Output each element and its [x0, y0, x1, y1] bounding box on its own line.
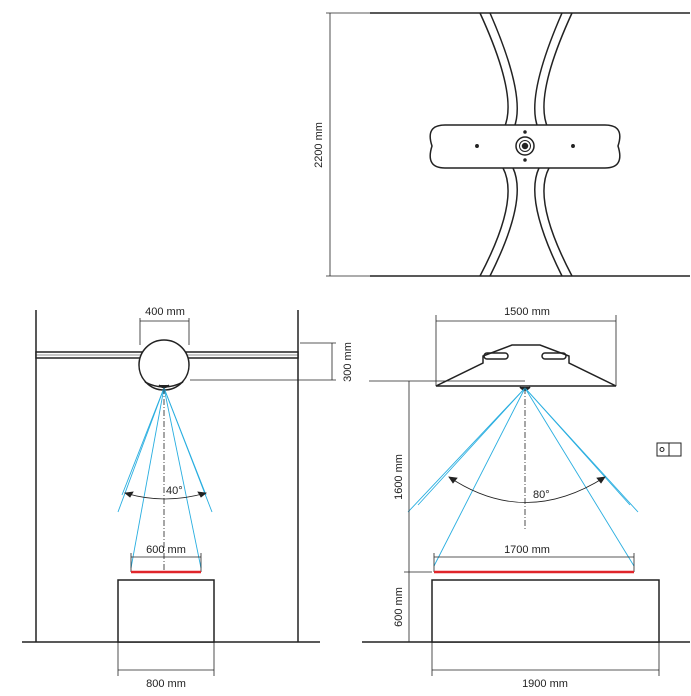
side-table-height-label: 600 mm [393, 587, 405, 627]
front-table-label: 800 mm [146, 678, 186, 690]
beam-line [407, 387, 526, 513]
beam-line [130, 387, 165, 569]
front-depth-label: 300 mm [342, 342, 354, 382]
camera-lens-front [158, 384, 170, 389]
camera-lens [515, 136, 535, 156]
top-view [326, 12, 690, 277]
device-icon [656, 442, 682, 457]
side-table-label: 1900 mm [522, 678, 568, 690]
camera-lens-ring [519, 140, 531, 152]
beam-line [163, 387, 202, 569]
beam-line [163, 387, 213, 513]
arrow-head [197, 491, 207, 498]
ceiling-leg [543, 167, 573, 277]
mount-point [523, 158, 527, 162]
ceiling-leg [479, 12, 509, 131]
device-icon-lens [659, 447, 665, 452]
side-angle-label: 80° [533, 489, 550, 501]
mount-point [523, 130, 527, 134]
side-coverage-label: 1700 mm [504, 544, 550, 556]
front-coverage-label: 600 mm [146, 544, 186, 556]
mount-point [571, 144, 575, 148]
mount-point [475, 144, 479, 148]
top-height-label: 2200 mm [313, 122, 325, 168]
ceiling-leg [489, 12, 518, 131]
beam-line [524, 387, 635, 567]
ceiling-leg [543, 12, 573, 131]
side-width-label: 1500 mm [504, 306, 550, 318]
front-dimensions [117, 318, 336, 676]
ceiling-leg [489, 167, 518, 277]
camera-lens-center [521, 142, 529, 150]
arrow-head [124, 491, 134, 498]
side-camera-beams [407, 387, 639, 567]
angle-arc [124, 492, 207, 500]
beam-line [433, 387, 526, 567]
angle-arc [448, 476, 606, 503]
arrow-head [596, 476, 606, 484]
ceiling-leg [534, 12, 563, 131]
table-side [431, 579, 660, 643]
front-width-label: 400 mm [145, 306, 185, 318]
device-body-side [435, 344, 617, 387]
table-front [117, 579, 215, 643]
side-height-label: 1600 mm [393, 454, 405, 500]
front-angle-label: 40° [166, 485, 183, 497]
arrow-head [448, 476, 458, 484]
front-camera-beams [117, 387, 213, 569]
beam-line [524, 387, 639, 513]
ceiling-leg [479, 167, 509, 277]
front-view [22, 310, 320, 643]
mount-slot [541, 352, 567, 360]
side-dimensions [369, 315, 660, 676]
ceiling-leg [534, 167, 563, 277]
beam-line [117, 387, 165, 513]
mount-slot [483, 352, 509, 360]
